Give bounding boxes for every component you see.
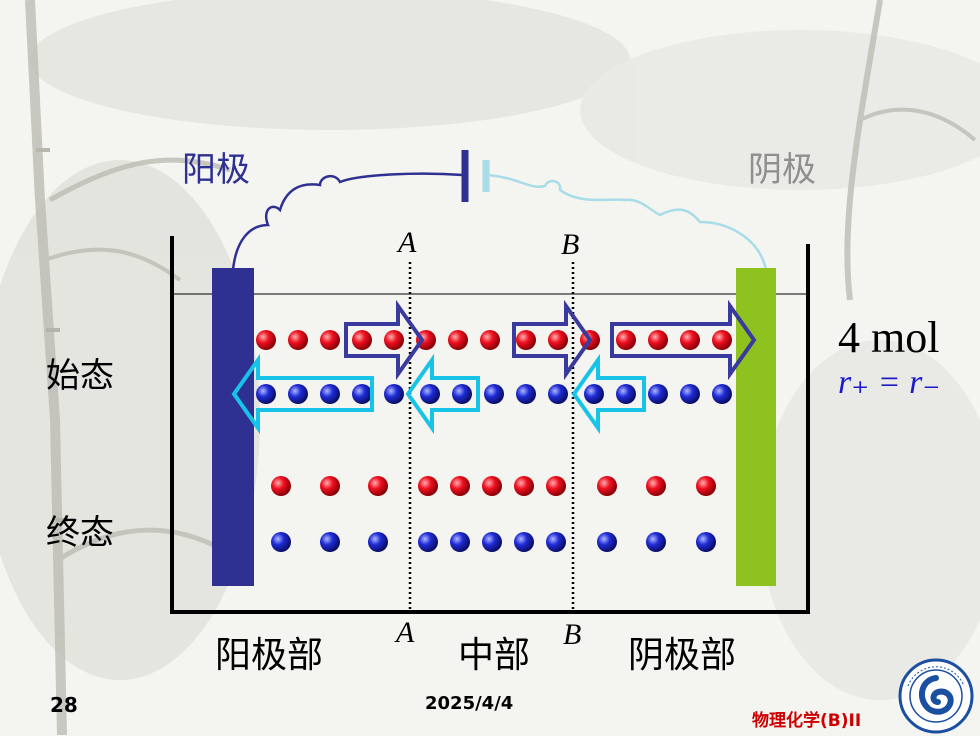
anion [646,532,666,552]
anion [648,384,668,404]
battery-icon [461,150,490,202]
middle-region-label: 中部 [458,635,531,676]
cation [712,330,732,350]
anion-arrows [231,353,646,435]
cation [450,476,470,496]
anion-arrow-2 [405,353,480,435]
amount-label: 4 mol [838,313,940,362]
cation [480,330,500,350]
anion [320,532,340,552]
cathode-electrode [736,268,776,586]
cation [384,330,404,350]
anion [368,532,388,552]
anode-wire [231,172,464,271]
cation-arrow-2 [512,299,593,381]
initial-state-label: 始态 [46,356,114,396]
cathode-region-label: 阴极部 [628,635,737,676]
final-cation-row [271,476,716,496]
anion [256,384,276,404]
initial-cation-row [256,330,732,350]
anion [548,384,568,404]
anode-label: 阳极 [182,150,250,190]
cathode-label: 阴极 [748,150,816,190]
cation [546,476,566,496]
anion-arrow-3 [571,353,646,435]
cation [696,476,716,496]
anion [271,532,291,552]
anion-arrow-1 [231,353,374,435]
anion [418,532,438,552]
cation [597,476,617,496]
cation [514,476,534,496]
line-b-bottom-label: B [563,618,582,651]
anion [384,384,404,404]
course-title: 物理化学(B)II [752,711,862,731]
final-state-label: 终态 [46,513,114,553]
anion [616,384,636,404]
anion [482,532,502,552]
anion [712,384,732,404]
anion [420,384,440,404]
cation [680,330,700,350]
anion [452,384,472,404]
cation [320,330,340,350]
cation [646,476,666,496]
cation [616,330,636,350]
cation [416,330,436,350]
university-logo [898,658,974,734]
line-a-top-label: A [398,226,417,259]
cation [368,476,388,496]
cation [482,476,502,496]
cation [271,476,291,496]
anion [696,532,716,552]
cation [648,330,668,350]
cation [548,330,568,350]
anion [352,384,372,404]
anode-region-label: 阳极部 [215,635,324,676]
cation-arrows [344,299,757,381]
anion [288,384,308,404]
cathode-wire [487,173,768,271]
cation [516,330,536,350]
anion [546,532,566,552]
radius-ratio-label: r₊ = r₋ [838,364,941,401]
anode-electrode [212,268,254,586]
anion [516,384,536,404]
anion [680,384,700,404]
anion [450,532,470,552]
anion [597,532,617,552]
cation [448,330,468,350]
cation-arrow-1 [344,299,425,381]
anion [514,532,534,552]
initial-anion-row [256,384,732,404]
cation [320,476,340,496]
page-number: 28 [50,693,78,717]
cation-arrow-3 [610,299,757,381]
cell-container [170,236,810,614]
cation [352,330,372,350]
cation [256,330,276,350]
anion [484,384,504,404]
cation [418,476,438,496]
anion [584,384,604,404]
anion [320,384,340,404]
background-wash [0,0,980,700]
line-a-bottom-label: A [396,616,415,649]
line-b-top-label: B [561,228,580,261]
final-anion-row [271,532,716,552]
footer-date: 2025/4/4 [425,693,514,714]
cation [288,330,308,350]
